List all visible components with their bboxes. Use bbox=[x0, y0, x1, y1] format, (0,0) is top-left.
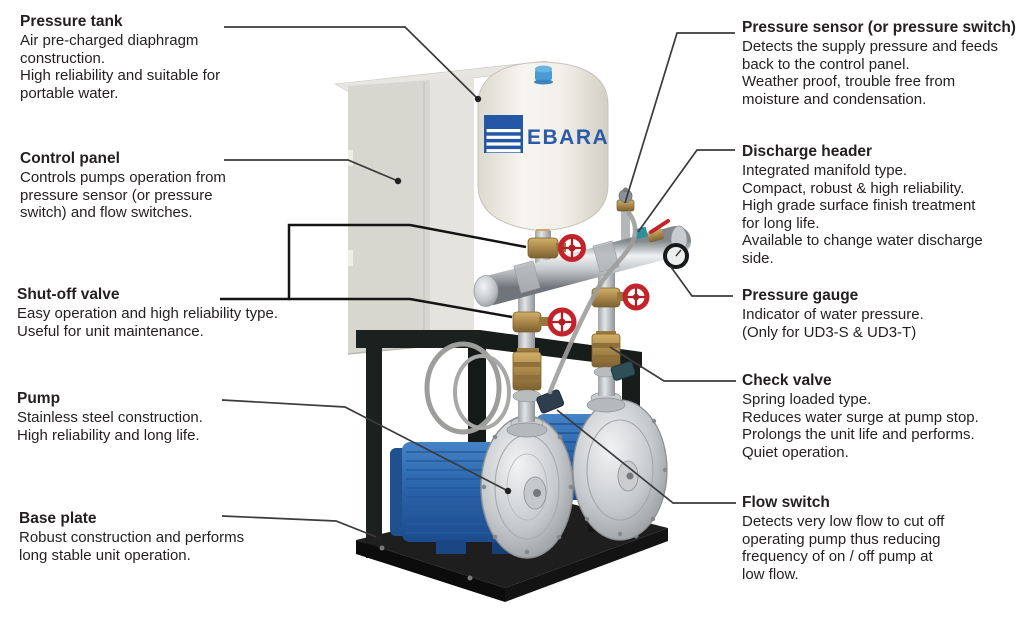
shut-off-valve-left bbox=[512, 307, 577, 337]
leader-pressure-sensor bbox=[624, 32, 735, 204]
callout-body: Integrated manifold type. Compact, robus… bbox=[742, 162, 983, 267]
callout-title: Discharge header bbox=[742, 143, 873, 160]
check-valve-right bbox=[591, 331, 621, 368]
callout-body: Indicator of water pressure. (Only for U… bbox=[742, 306, 924, 341]
callout-flow-switch: Flow switch Detects very low flow to cut… bbox=[742, 494, 1024, 583]
check-valve-left bbox=[512, 348, 542, 391]
callout-title: Check valve bbox=[742, 372, 832, 389]
callout-body: Spring loaded type. Reduces water surge … bbox=[742, 391, 979, 461]
callout-pressure-gauge: Pressure gauge Indicator of water pressu… bbox=[742, 287, 1024, 341]
callout-check-valve: Check valve Spring loaded type. Reduces … bbox=[742, 372, 1024, 461]
callout-body: Robust construction and performs long st… bbox=[19, 529, 245, 564]
leader-shut-off-valve-bottom bbox=[289, 297, 513, 319]
callout-pump: Pump Stainless steel construction. High … bbox=[17, 390, 339, 444]
cable-loops bbox=[424, 341, 511, 435]
leader-pressure-tank bbox=[224, 26, 479, 100]
callout-body: Stainless steel construction. High relia… bbox=[17, 409, 203, 444]
tank-brand-text: EBARA bbox=[527, 126, 609, 149]
ebara-logo: EBARA bbox=[484, 115, 609, 153]
pressure-gauge-graphic bbox=[663, 243, 689, 270]
shut-off-valve-top bbox=[527, 234, 586, 262]
callout-title: Control panel bbox=[20, 150, 120, 167]
callout-pressure-sensor: Pressure sensor (or pressure switch) Det… bbox=[742, 19, 1024, 108]
callout-body: Controls pumps operation from pressure s… bbox=[20, 169, 226, 221]
vent-valve-graphic bbox=[634, 219, 670, 243]
callout-base-plate: Base plate Robust construction and perfo… bbox=[19, 510, 341, 564]
leader-control-panel bbox=[224, 159, 399, 182]
callout-discharge-header: Discharge header Integrated manifold typ… bbox=[742, 143, 1024, 267]
callout-pressure-tank: Pressure tank Air pre-charged diaphragm … bbox=[20, 13, 342, 102]
leader-end-dots bbox=[375, 95, 512, 542]
tank-air-cap bbox=[534, 65, 553, 85]
callout-title: Pressure sensor (or pressure switch) bbox=[742, 19, 1016, 36]
leader-flow-switch bbox=[556, 409, 736, 504]
flow-switch-left bbox=[512, 389, 565, 414]
callout-title: Pressure tank bbox=[20, 13, 123, 30]
shut-off-valve-right bbox=[591, 283, 650, 311]
callout-body: Detects very low flow to cut off operati… bbox=[742, 513, 945, 583]
leader-shut-off-valve-top bbox=[220, 223, 527, 301]
leader-check-valve bbox=[609, 346, 736, 382]
leader-lines bbox=[220, 26, 736, 542]
leader-discharge-header bbox=[637, 149, 735, 233]
pump-left bbox=[390, 415, 574, 559]
leader-pressure-gauge bbox=[670, 266, 733, 297]
leader-base-plate bbox=[221, 515, 380, 539]
pressure-tank-graphic: EBARA bbox=[477, 61, 609, 242]
callout-shut-off-valve: Shut-off valve Easy operation and high r… bbox=[17, 286, 339, 340]
callout-title: Base plate bbox=[19, 510, 97, 527]
callout-title: Flow switch bbox=[742, 494, 830, 511]
callout-title: Pressure gauge bbox=[742, 287, 859, 304]
callout-body: Air pre-charged diaphragm construction. … bbox=[20, 32, 221, 102]
callout-title: Pump bbox=[17, 390, 61, 407]
callout-control-panel: Control panel Controls pumps operation f… bbox=[20, 150, 342, 222]
callout-body: Easy operation and high reliability type… bbox=[17, 305, 278, 340]
callout-title: Shut-off valve bbox=[17, 286, 120, 303]
sensor-hose bbox=[547, 210, 638, 395]
cabinet-hinge bbox=[348, 150, 353, 166]
leader-pump bbox=[221, 399, 509, 492]
callout-body: Detects the supply pressure and feeds ba… bbox=[742, 38, 998, 108]
cabinet-hinge bbox=[348, 250, 353, 266]
flow-switch-right bbox=[593, 361, 636, 381]
control-panel-box bbox=[334, 60, 562, 355]
